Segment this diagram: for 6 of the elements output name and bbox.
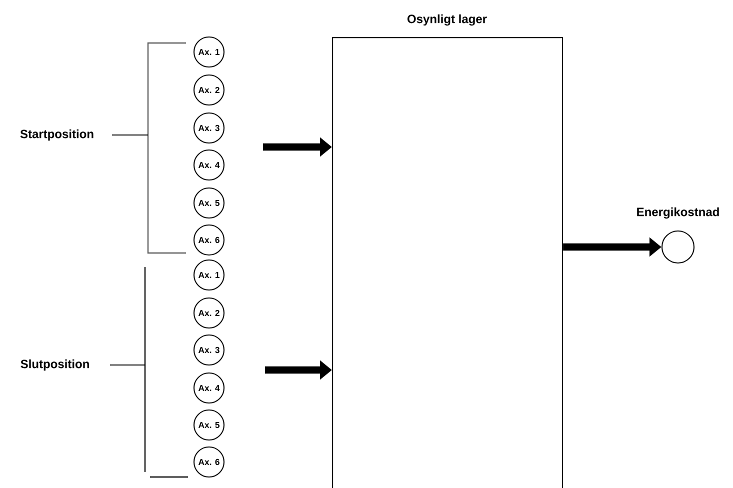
group-label: Startposition	[20, 129, 94, 141]
group-label: Slutposition	[20, 359, 89, 371]
layer-box	[332, 37, 564, 488]
box-heading: Osynligt lager	[408, 14, 487, 26]
circle-heading: Energikostnad	[637, 207, 719, 219]
output-circle	[661, 230, 695, 264]
